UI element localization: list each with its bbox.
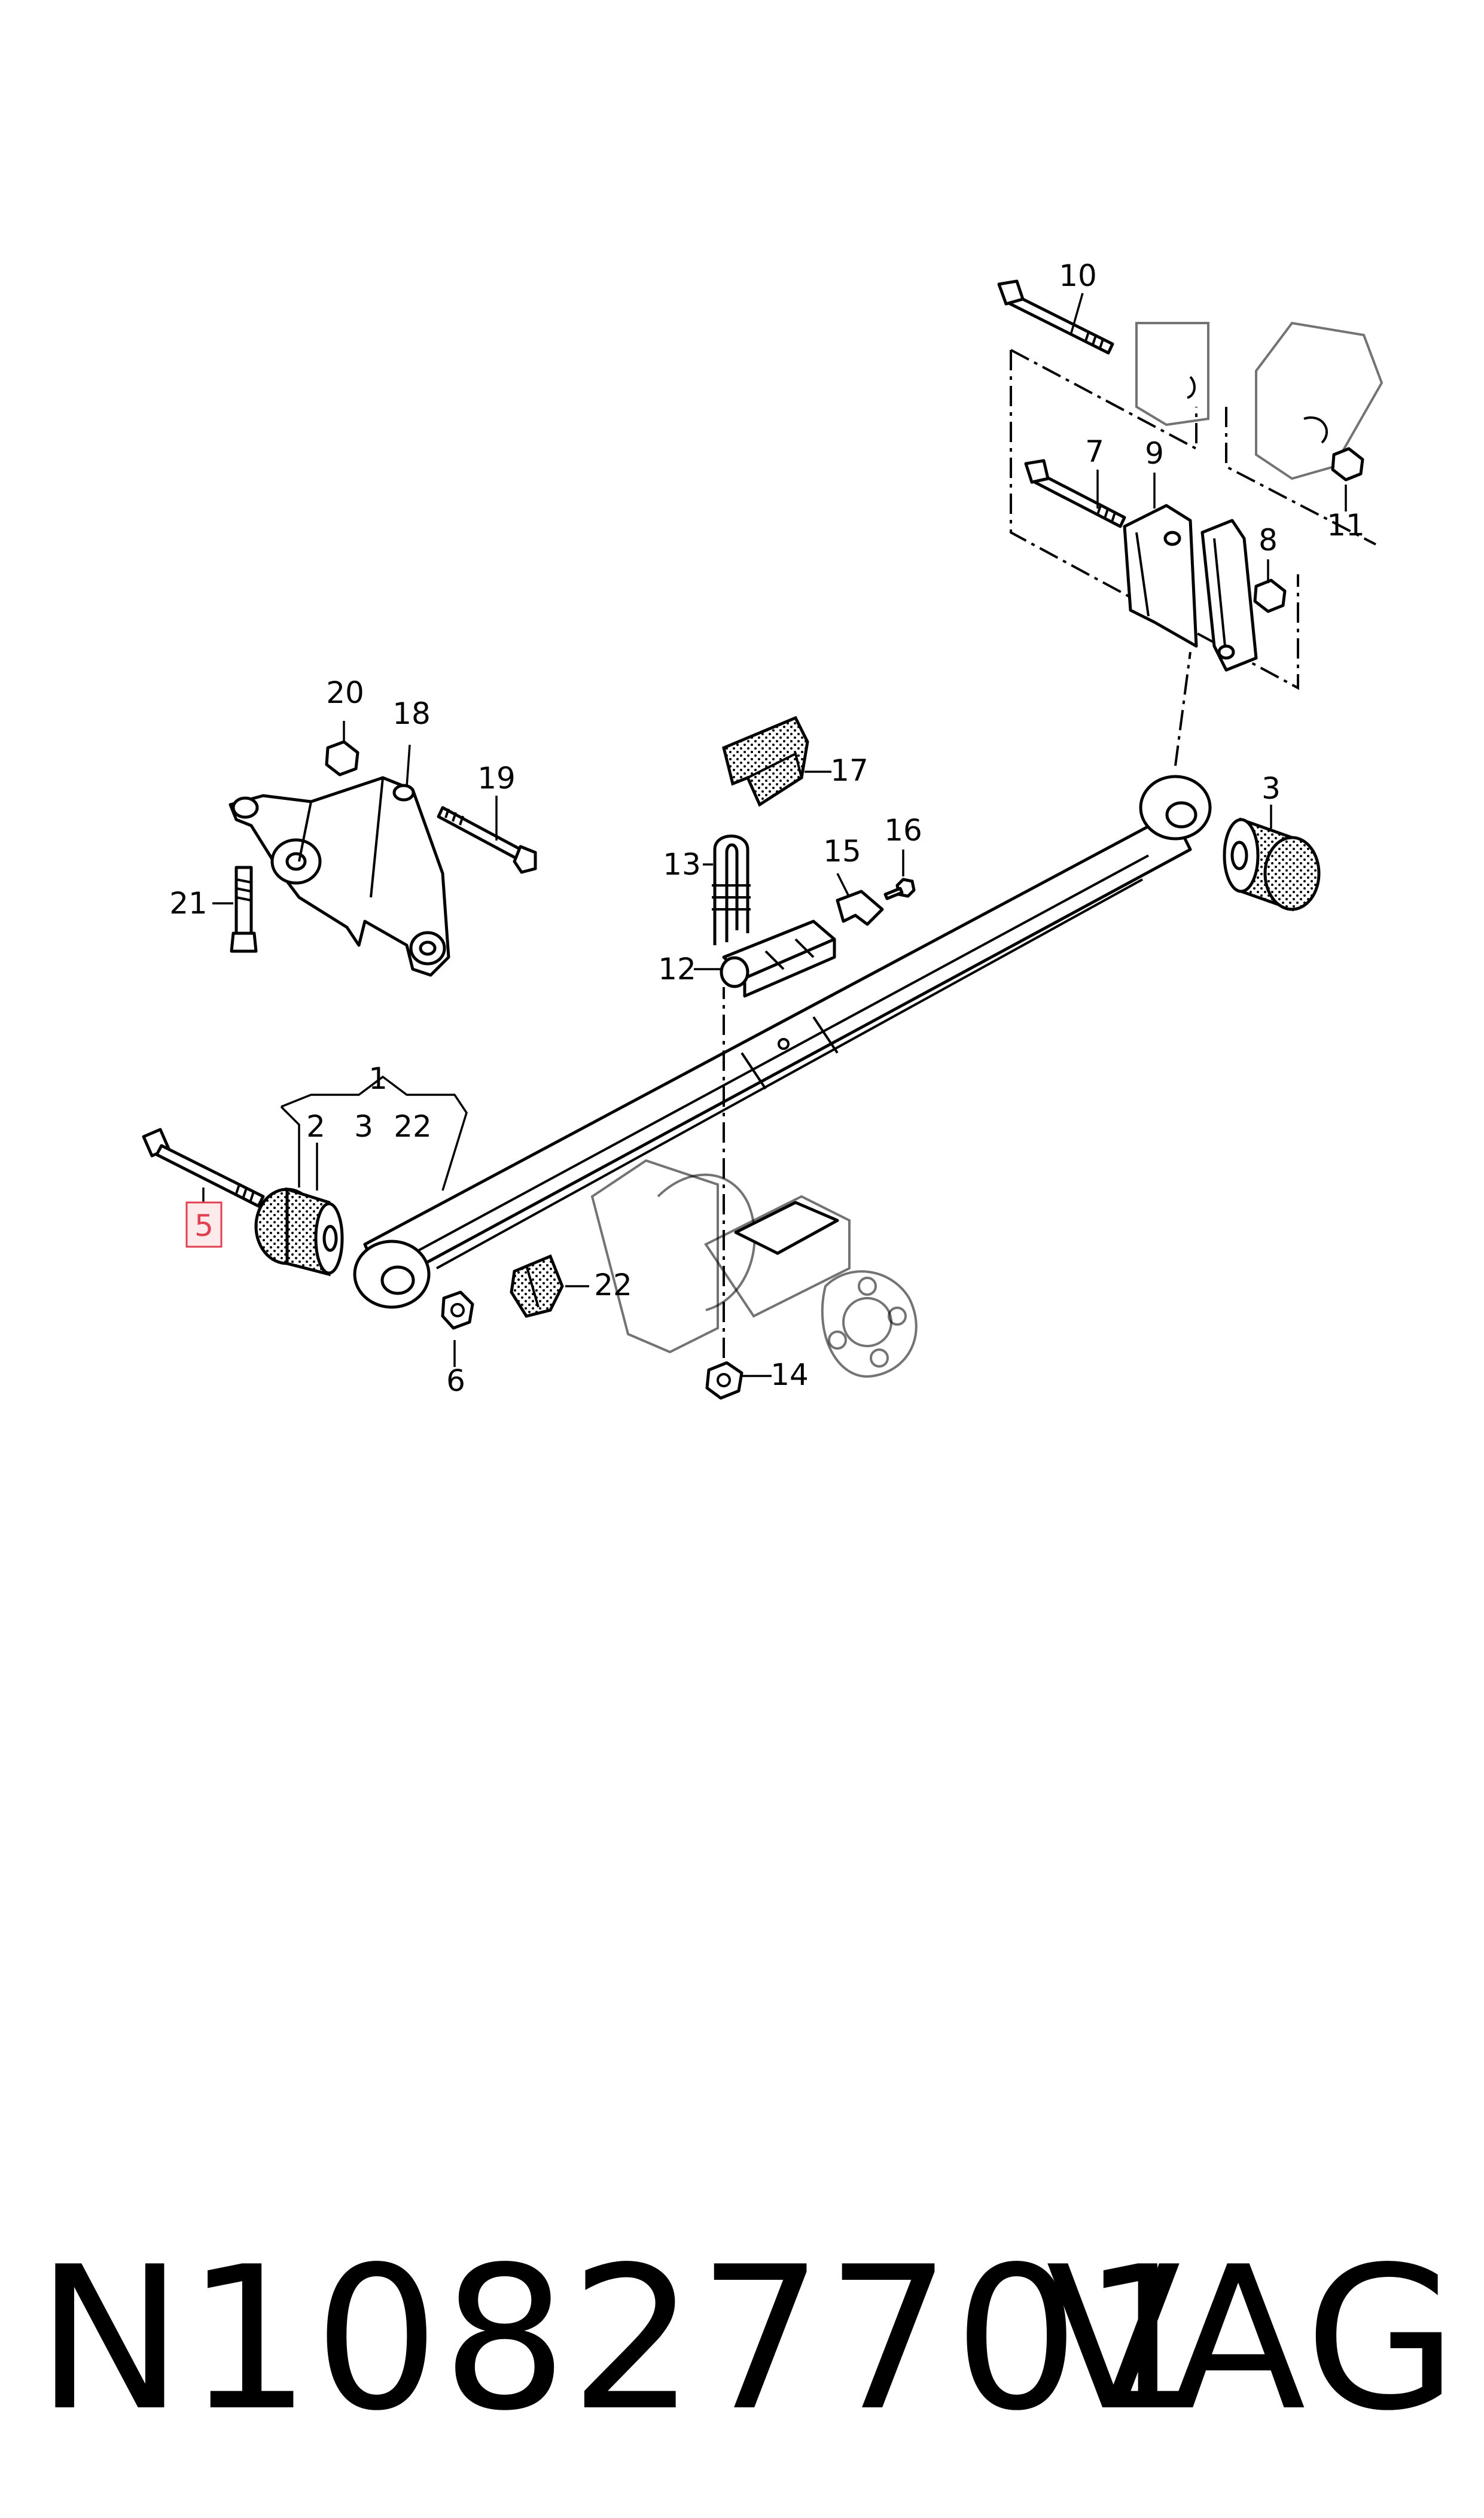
callout-labels: 1 2 3 22 5 6 22 14 12 13 15 16 17 3 10 7… <box>169 258 1365 1398</box>
label-3-rear: 3 <box>1261 771 1281 806</box>
label-7: 7 <box>1085 434 1104 469</box>
label-2: 2 <box>306 1109 325 1144</box>
label-14: 14 <box>770 1357 809 1392</box>
label-11: 11 <box>1327 508 1365 543</box>
shackle-assembly <box>723 279 1384 1358</box>
label-17: 17 <box>830 753 869 788</box>
label-6: 6 <box>446 1363 465 1398</box>
parts-diagram: 1 2 3 22 5 6 22 14 12 13 15 16 17 3 10 7… <box>142 258 1384 1400</box>
label-3: 3 <box>354 1109 373 1144</box>
label-10: 10 <box>1059 258 1097 293</box>
nut-20 <box>325 740 359 777</box>
label-13: 13 <box>663 847 701 882</box>
leaf-spring <box>353 775 1212 1309</box>
rear-eye <box>1139 775 1212 841</box>
bushing-front <box>254 1187 344 1277</box>
bracket-15 <box>836 890 884 926</box>
brand: VAG <box>1046 2224 1460 2454</box>
bushing-rear <box>1223 817 1321 912</box>
spacer-12 <box>720 919 836 998</box>
nut-14 <box>705 1361 743 1400</box>
label-21: 21 <box>169 886 208 921</box>
label-20: 20 <box>326 675 364 710</box>
label-22: 22 <box>594 1268 632 1302</box>
part-number: N10827701 <box>36 2224 1210 2454</box>
u-bolt-13 <box>712 835 751 945</box>
nut-6 <box>441 1290 474 1330</box>
bolt-5 <box>142 1128 265 1208</box>
label-19: 19 <box>477 761 516 796</box>
bolt-21 <box>230 866 258 953</box>
hanger-bracket-18 <box>228 776 450 977</box>
label-5: 5 <box>194 1208 214 1243</box>
axle-hub <box>590 1159 918 1378</box>
label-22-top: 22 <box>394 1109 432 1144</box>
leader-lines <box>202 293 1347 1377</box>
label-8: 8 <box>1258 523 1278 558</box>
label-1: 1 <box>368 1061 388 1096</box>
screw-16 <box>883 878 916 900</box>
bolt-19 <box>437 806 537 874</box>
bump-stop-17 <box>722 715 809 807</box>
clamp-22 <box>510 1254 564 1318</box>
footer: N10827701 VAG <box>0 2213 1484 2465</box>
label-15: 15 <box>823 834 861 869</box>
label-18: 18 <box>392 696 431 731</box>
label-9: 9 <box>1145 436 1164 471</box>
label-12: 12 <box>658 952 696 987</box>
highlight-box <box>185 1201 223 1248</box>
front-eye <box>353 1240 431 1309</box>
label-16: 16 <box>884 813 922 848</box>
